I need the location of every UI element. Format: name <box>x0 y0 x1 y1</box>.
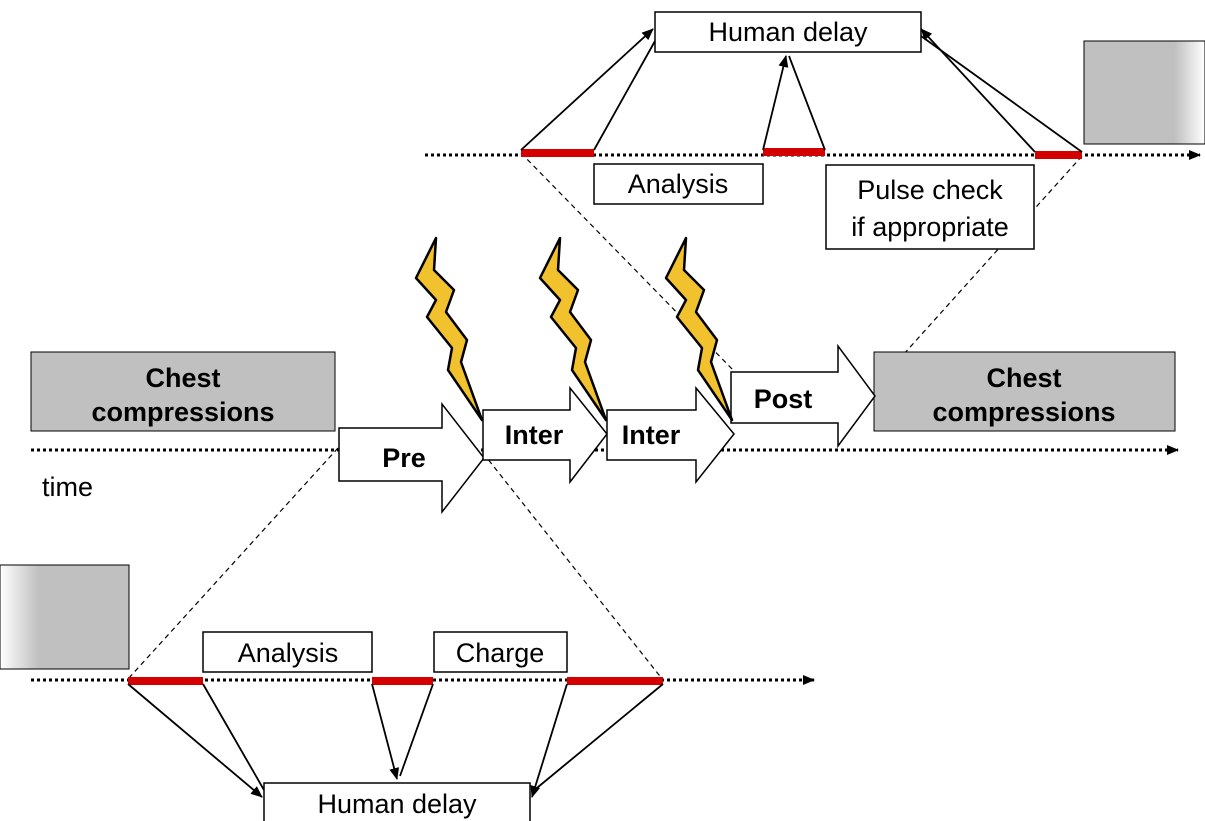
pre-arrow <box>338 401 485 515</box>
bottom-analysis-box <box>202 631 373 673</box>
bottom-delay-arrows <box>127 683 664 798</box>
main-timeline: time Chest compressions Chest compressio… <box>30 236 1179 515</box>
top-human-delay-box <box>654 11 922 53</box>
bottom-compression-block <box>0 564 130 670</box>
top-detail-timeline: Human delay Analysis Pulse check if appr… <box>425 11 1205 250</box>
bottom-human-delay-box <box>263 782 531 821</box>
projection-line-bottom-right <box>482 452 664 681</box>
chest-compressions-right-line2: compressions <box>932 397 1115 427</box>
top-human-delay-label: Human delay <box>708 17 868 47</box>
top-analysis-box <box>593 163 764 205</box>
bottom-analysis-label: Analysis <box>238 638 339 668</box>
inter-label-2: Inter <box>622 420 681 450</box>
shock-bolt-1-icon <box>414 236 484 422</box>
shock-bolt-2-icon <box>538 236 608 422</box>
top-analysis-label: Analysis <box>628 169 729 199</box>
top-delay-arrows <box>520 28 1083 153</box>
charge-box <box>433 631 568 673</box>
top-compression-block <box>1083 40 1205 145</box>
chest-compressions-right-box <box>873 351 1176 432</box>
post-arrow <box>730 343 876 449</box>
inter-arrow-2 <box>606 385 735 485</box>
chest-compressions-right-line1: Chest <box>986 363 1061 393</box>
chest-compressions-left-line1: Chest <box>145 363 220 393</box>
shock-bolt-3-icon <box>664 236 734 422</box>
chest-compressions-left-line2: compressions <box>91 397 274 427</box>
pulse-check-label-line1: Pulse check <box>857 175 1003 205</box>
pre-label: Pre <box>382 443 426 473</box>
bottom-human-delay-label: Human delay <box>317 789 477 819</box>
chest-compressions-left-box <box>30 351 336 432</box>
time-axis-label: time <box>42 472 93 502</box>
pulse-check-label-line2: if appropriate <box>851 212 1009 242</box>
inter-label-1: Inter <box>505 420 564 450</box>
post-label: Post <box>754 384 813 414</box>
projection-line-top-right <box>875 155 1083 386</box>
bottom-detail-timeline: Analysis Charge Human delay <box>0 564 815 821</box>
charge-label: Charge <box>456 638 545 668</box>
inter-arrow-1 <box>482 385 608 485</box>
projection-line-bottom-left <box>127 447 339 680</box>
pulse-check-box <box>825 164 1035 250</box>
